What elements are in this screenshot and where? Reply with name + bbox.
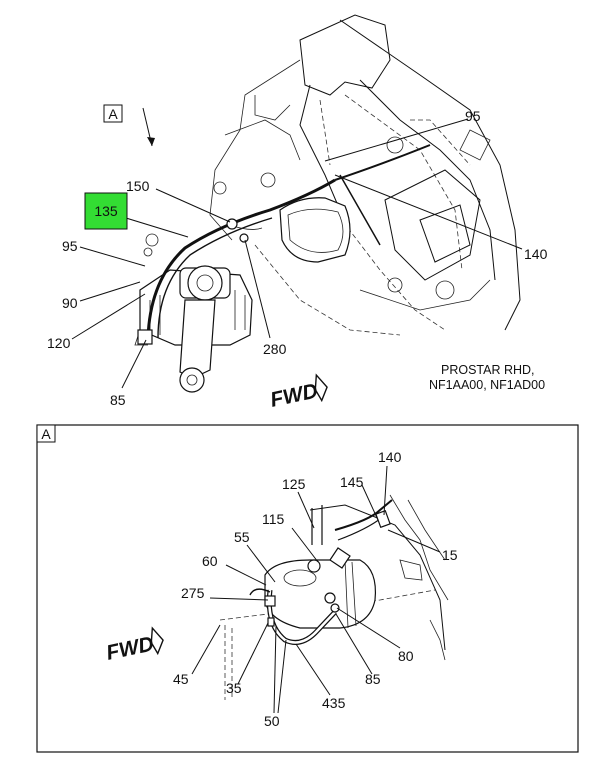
callout-80[interactable]: 80 <box>398 648 414 664</box>
callout-95[interactable]: 95 <box>465 108 481 124</box>
callout-125[interactable]: 125 <box>282 476 306 492</box>
detail-leader-lines <box>191 465 441 714</box>
caption-line1: PROSTAR RHD, <box>441 363 535 377</box>
fwd-arrow-icon <box>150 626 164 656</box>
callout-140-detail[interactable]: 140 <box>378 449 402 465</box>
callout-85[interactable]: 85 <box>110 392 126 408</box>
detail-marker-label: A <box>41 426 51 442</box>
caption-line2: NF1AA00, NF1AD00 <box>429 378 545 392</box>
callout-85-detail[interactable]: 85 <box>365 671 381 687</box>
callout-435[interactable]: 435 <box>322 695 346 711</box>
fwd-arrow-icon <box>314 373 328 403</box>
callout-280[interactable]: 280 <box>263 341 287 357</box>
view-marker-box <box>103 104 123 123</box>
top-illustration <box>134 14 521 393</box>
fwd-indicator-top: FWD <box>268 373 328 412</box>
callout-50[interactable]: 50 <box>264 713 280 729</box>
callout-145[interactable]: 145 <box>340 474 364 490</box>
callout-60[interactable]: 60 <box>202 553 218 569</box>
highlighted-part-label: 135 <box>94 203 118 219</box>
detail-frame <box>36 424 579 753</box>
detail-callouts: 140 125 145 115 55 15 60 275 80 45 35 85… <box>173 449 458 729</box>
callout-275[interactable]: 275 <box>181 585 205 601</box>
callout-35[interactable]: 35 <box>226 680 242 696</box>
top-callouts: 95 150 95 90 120 85 280 140 <box>47 108 548 408</box>
fwd-indicator-detail: FWD <box>104 626 164 665</box>
callout-115[interactable]: 115 <box>262 511 285 527</box>
top-leader-lines <box>71 107 523 389</box>
callout-150[interactable]: 150 <box>126 178 150 194</box>
callout-55[interactable]: 55 <box>234 529 250 545</box>
detail-marker-box <box>36 424 56 443</box>
detail-illustration <box>219 494 449 700</box>
callout-140[interactable]: 140 <box>524 246 548 262</box>
highlighted-part-box[interactable] <box>84 192 128 230</box>
callout-90[interactable]: 90 <box>62 295 78 311</box>
callout-15[interactable]: 15 <box>442 547 458 563</box>
fwd-label-detail: FWD <box>104 632 156 664</box>
callout-45[interactable]: 45 <box>173 671 189 687</box>
callout-95-left[interactable]: 95 <box>62 238 78 254</box>
view-marker-label: A <box>108 106 118 122</box>
callout-120[interactable]: 120 <box>47 335 71 351</box>
fwd-label-top: FWD <box>268 379 320 411</box>
